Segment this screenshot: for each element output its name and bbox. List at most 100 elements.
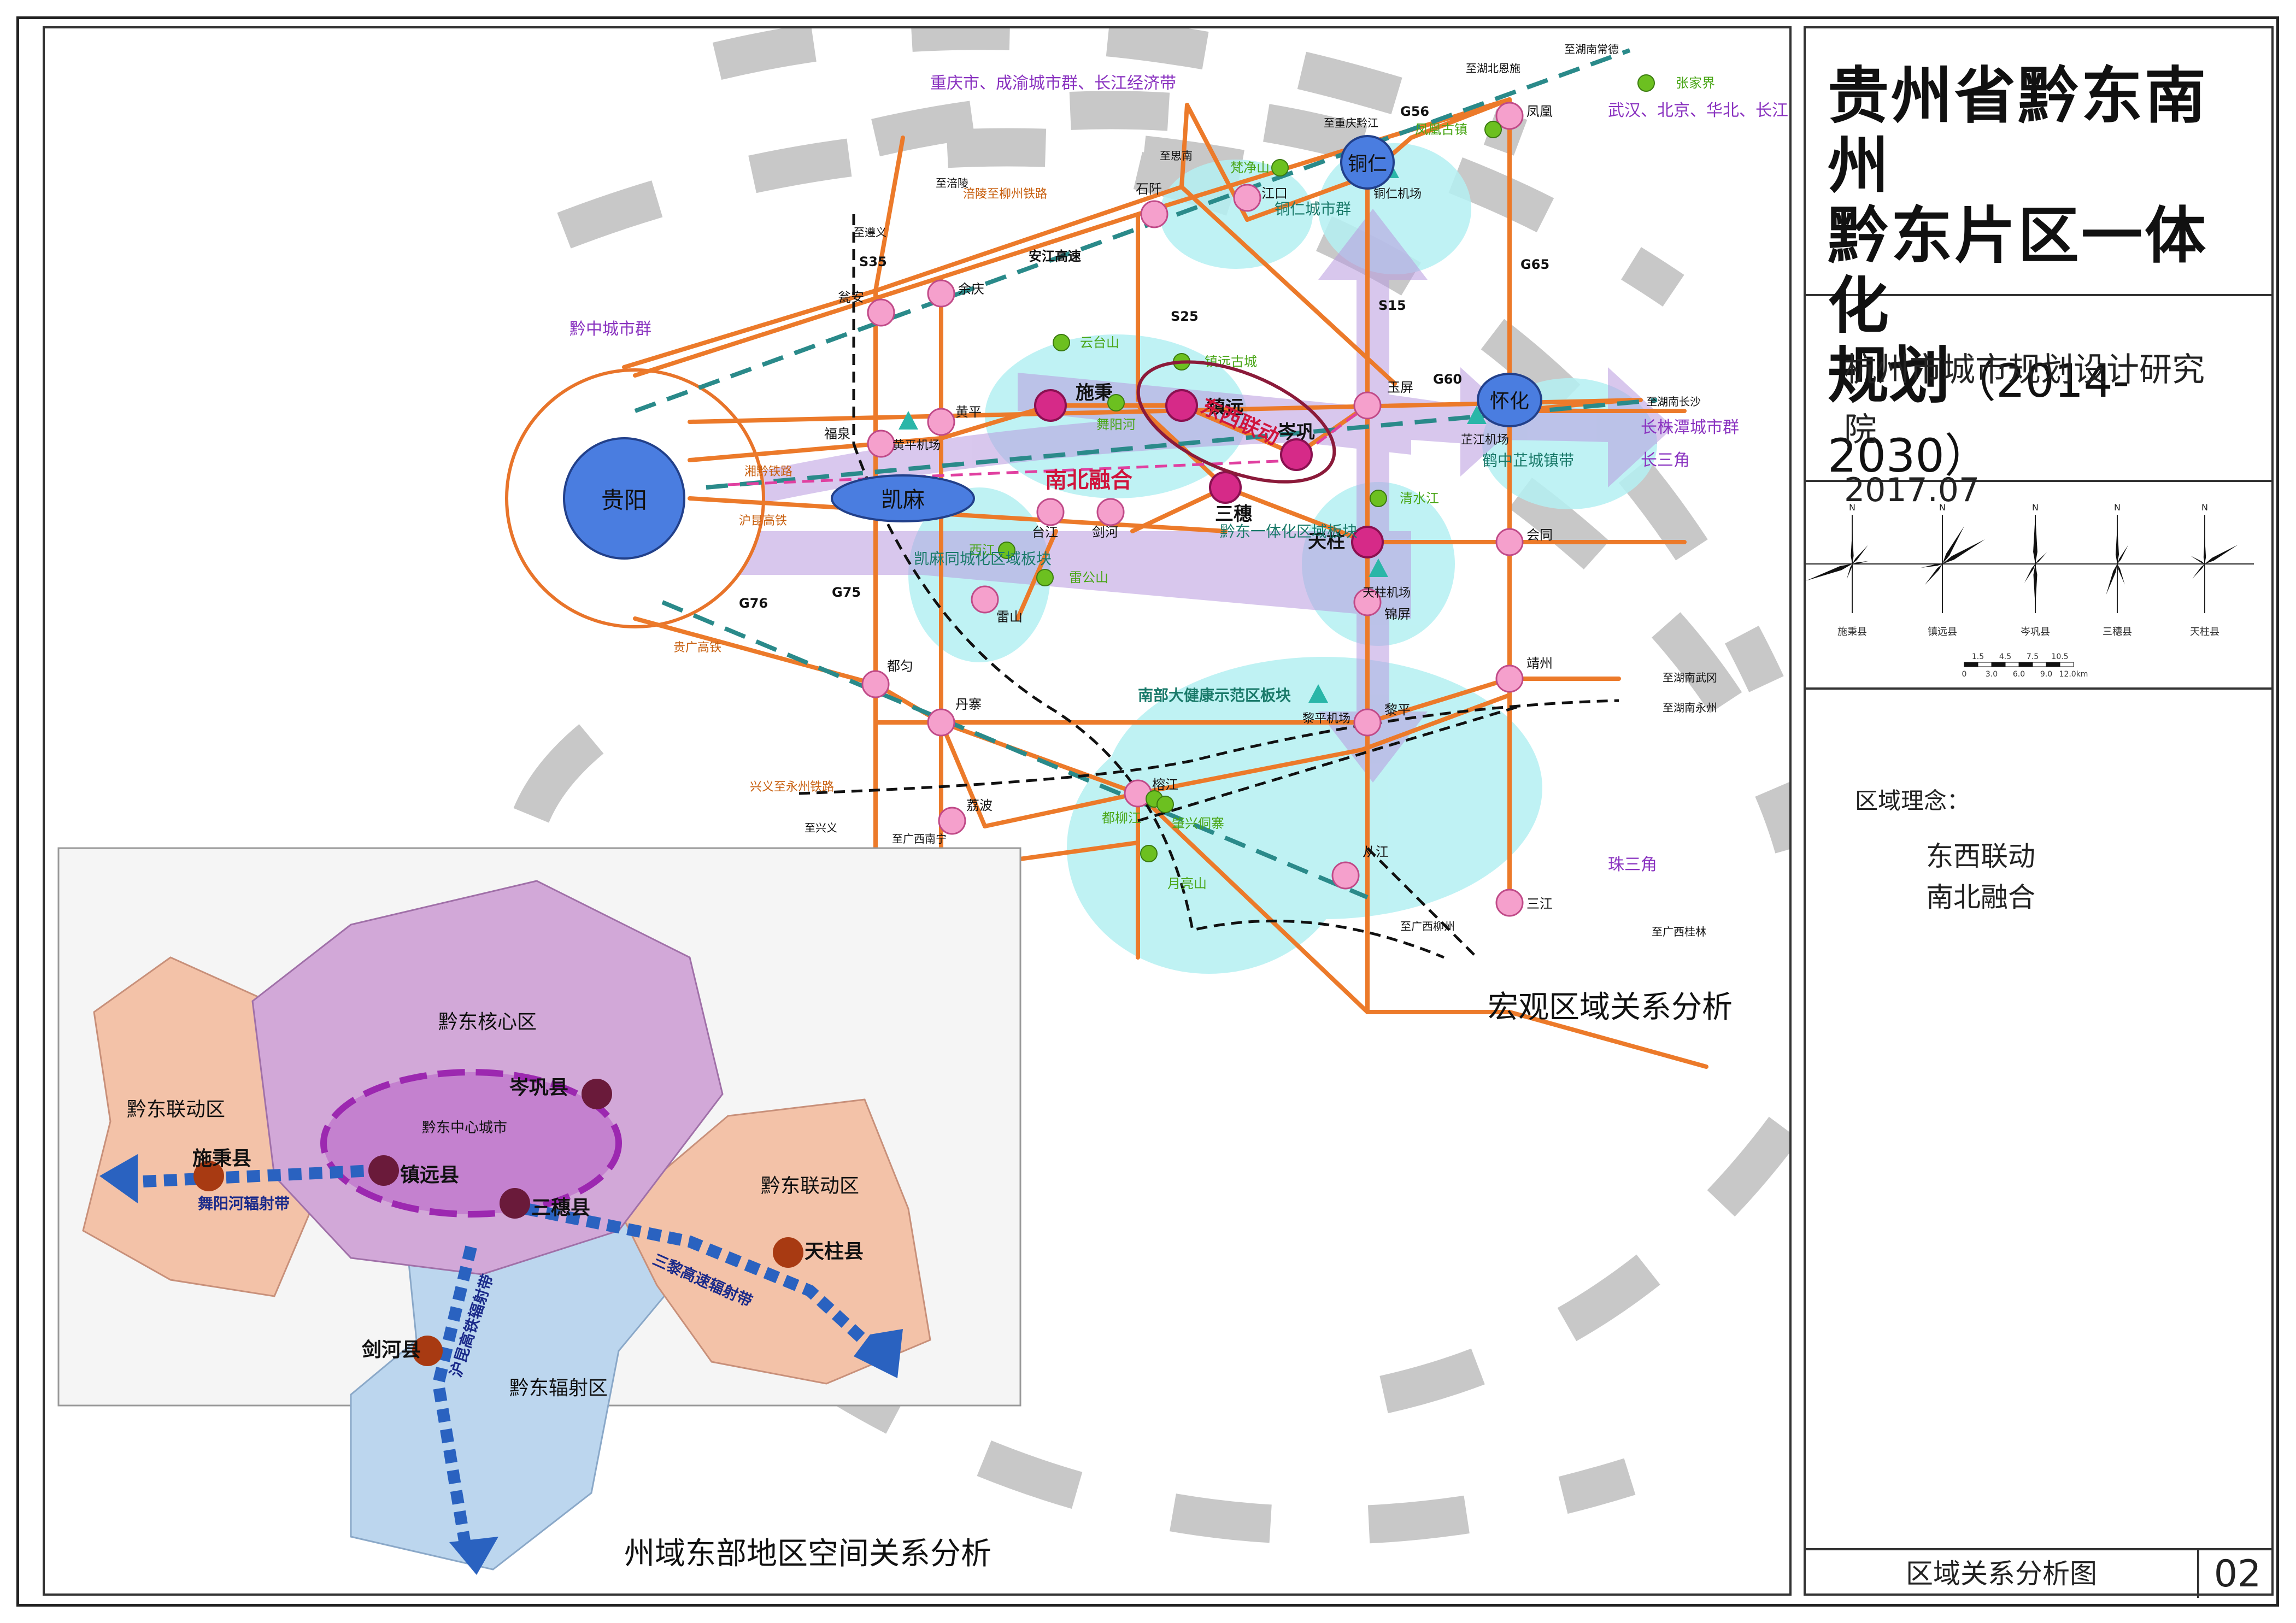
svg-text:黔东核心区: 黔东核心区: [438, 1011, 537, 1033]
rose-spike: [2033, 564, 2037, 608]
rose-spike: [1942, 539, 1985, 564]
scenic-label: 肇兴侗寨: [1172, 816, 1224, 831]
outbound-label: 至广西柳州: [1400, 920, 1455, 933]
svg-text:S35: S35: [859, 254, 887, 269]
region-pearl-delta: 珠三角: [1608, 855, 1657, 874]
town-label: 江口: [1261, 186, 1288, 201]
map-canvas: 瓮安余庆石阡江口凤凰福泉黄平台江剑河玉屏会同锦屏靖州黎平都匀丹寨雷山榕江从江三江…: [57, 28, 1789, 1575]
theme-kaima: 凯麻同城化区域板块: [914, 550, 1052, 568]
rose-spike: [2203, 537, 2206, 564]
linkage-zone-east: [618, 1098, 931, 1385]
svg-text:舞阳河辐射带: 舞阳河辐射带: [198, 1195, 290, 1213]
rose-north-label: N: [2201, 502, 2208, 513]
town-label: 瓮安: [838, 290, 864, 305]
svg-text:岑巩县: 岑巩县: [509, 1077, 568, 1099]
map-panel: 瓮安余庆石阡江口凤凰福泉黄平台江剑河玉屏会同锦屏靖州黎平都匀丹寨雷山榕江从江三江…: [43, 26, 1792, 1596]
svg-text:S15: S15: [1378, 298, 1406, 313]
town-label: 靖州: [1526, 656, 1553, 671]
kaima-label: 凯麻: [881, 487, 925, 513]
town-node: [1495, 665, 1524, 693]
town-node: [1140, 200, 1168, 228]
outbound-label: 至重庆黔江: [1324, 116, 1378, 130]
title-block: 贵州省黔东南州 黔东片区一体化 规划（2014-2030） 杭州市城市规划设计研…: [1803, 26, 2274, 1598]
rose-spike: [2191, 556, 2205, 564]
outbound-label: 至广西桂林: [1652, 925, 1706, 938]
scale-label: 9.0: [2040, 670, 2052, 679]
svg-text:兴义至永州铁路: 兴义至永州铁路: [750, 780, 834, 794]
rose-spike: [2024, 564, 2035, 583]
notes-heading: 区域理念：: [1855, 787, 1970, 814]
key-city-node: [1165, 389, 1198, 422]
scale-segment: [1977, 662, 1992, 667]
theme-hezhong: 鹤中芷城镇带: [1482, 451, 1574, 469]
rose-caption: 岑巩县: [2021, 626, 2050, 638]
town-label: 从江: [1363, 844, 1389, 860]
outbound-label: 至遵义: [854, 226, 886, 239]
svg-text:镇远县: 镇远县: [400, 1164, 459, 1186]
airport-icon: [1308, 684, 1328, 703]
town-node: [861, 670, 890, 698]
drawing-name: 区域关系分析图: [1806, 1550, 2199, 1598]
outbound-label: 至湖南武冈: [1663, 671, 1717, 684]
macro-map-caption: 宏观区域关系分析: [1488, 990, 1733, 1025]
town-label: 丹寨: [955, 697, 982, 712]
svg-text:贵广高铁: 贵广高铁: [673, 641, 721, 655]
rose-caption: 施秉县: [1837, 626, 1867, 638]
notes-cell: 区域理念： 东西联动 南北融合: [1806, 690, 2271, 1550]
svg-text:黔东中心城市: 黔东中心城市: [422, 1120, 507, 1136]
svg-text:安江高速: 安江高速: [1029, 249, 1081, 264]
rose-spike: [1942, 526, 1964, 564]
airport-icon: [1467, 405, 1487, 424]
note-east-west: 东西联动: [1926, 840, 2035, 872]
tongren-label: 铜仁: [1348, 153, 1387, 175]
scenic-label: 雷公山: [1069, 570, 1108, 585]
town-node: [1495, 889, 1524, 917]
rose-spike: [2035, 552, 2047, 564]
county-dots: [193, 1079, 803, 1366]
rose-north-label: N: [1939, 502, 1946, 513]
svg-text:G65: G65: [1520, 257, 1549, 272]
outbound-label: 至涪陵: [936, 177, 968, 190]
svg-text:G76: G76: [739, 596, 768, 611]
title-cell: 贵州省黔东南州 黔东片区一体化 规划（2014-2030）: [1806, 28, 2271, 483]
town-label: 黄平: [955, 404, 982, 420]
key-city-label: 施秉: [1076, 382, 1113, 404]
rose-spike: [2117, 564, 2125, 585]
scenic-dot: [1637, 74, 1655, 92]
rose-spike: [2117, 545, 2128, 564]
key-city-label: 岑巩: [1278, 421, 1315, 443]
zone-labels: 黔东核心区 黔东中心城市 黔东联动区 黔东联动区 黔东辐射区: [127, 1011, 859, 1399]
key-city-label: 三穗: [1215, 503, 1252, 525]
scenic-dot: [1140, 845, 1158, 862]
town-node: [1353, 391, 1382, 420]
outbound-label: 至思南: [1160, 149, 1193, 162]
scenic-label: 西江: [969, 543, 995, 558]
town-label: 福泉: [824, 426, 850, 442]
region-qianzhong: 黔中城市群: [569, 320, 651, 339]
theme-qiandong: 黔东一体化区域板块: [1220, 522, 1358, 540]
town-label: 石阡: [1136, 181, 1162, 197]
huaihua-label: 怀化: [1490, 390, 1529, 413]
scale-segment: [2018, 662, 2033, 667]
svg-text:施秉县: 施秉县: [192, 1148, 251, 1170]
town-label: 剑河: [1092, 525, 1118, 540]
rose-caption: 镇远县: [1928, 626, 1957, 638]
svg-text:黔东联动区: 黔东联动区: [127, 1098, 225, 1121]
town-node: [971, 585, 999, 614]
guiyang-label: 贵阳: [601, 487, 647, 514]
scale-label: 10.5: [2051, 652, 2068, 661]
county-labels: 施秉县 镇远县 岑巩县 三穗县 天柱县 剑河县: [192, 1077, 864, 1361]
outbound-label: 至广西南宁: [892, 832, 947, 845]
town-node: [1096, 498, 1125, 526]
scenic-label: 都柳江: [1102, 810, 1141, 826]
rose-spike: [1852, 561, 1869, 564]
scenic-label: 舞阳河: [1096, 417, 1136, 432]
town-label: 玉屏: [1387, 380, 1413, 395]
airport-icon: [899, 411, 918, 430]
outbound-label: 至兴义: [805, 821, 837, 834]
svg-text:黔东联动区: 黔东联动区: [761, 1175, 859, 1197]
theme-south: 南部大健康示范区板块: [1138, 686, 1291, 704]
